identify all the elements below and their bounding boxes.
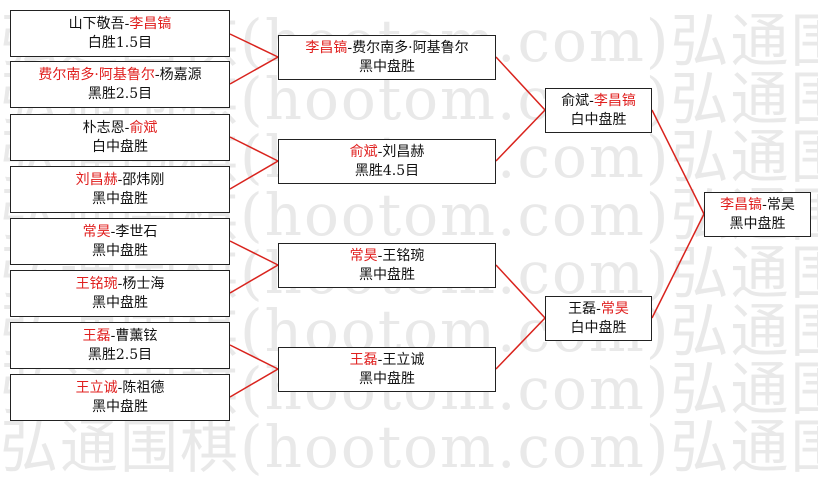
- player-name: 王磊: [349, 351, 378, 368]
- match-r2-2: 俞斌-刘昌赫 黑胜4.5目: [278, 139, 496, 184]
- match-result: 黑中盘胜: [92, 294, 148, 311]
- match-r1-4: 刘昌赫-邵炜刚 黑中盘胜: [10, 166, 230, 213]
- player-name: 李昌镐: [305, 39, 348, 56]
- player-name: 常昊: [600, 300, 629, 317]
- match-players: 刘昌赫-邵炜刚: [75, 171, 165, 188]
- match-result: 白中盘胜: [92, 138, 148, 155]
- match-players: 山下敬吾-李昌镐: [68, 15, 172, 32]
- match-result: 黑胜2.5目: [87, 85, 153, 102]
- match-r1-6: 王铭琬-杨士海 黑中盘胜: [10, 270, 230, 317]
- match-players: 王磊-常昊: [568, 300, 629, 317]
- match-players: 王立诚-陈祖德: [75, 379, 165, 396]
- match-players: 常昊-李世石: [82, 223, 158, 240]
- connector: [229, 33, 280, 85]
- player-name: 朴志恩: [82, 119, 125, 136]
- match-result: 白中盘胜: [570, 319, 627, 336]
- match-r2-3: 常昊-王铭琬 黑中盘胜: [278, 243, 496, 288]
- match-r1-3: 朴志恩-俞斌 白中盘胜: [10, 114, 230, 161]
- player-name: 王磊: [82, 327, 111, 344]
- player-name: 王铭琬: [75, 275, 118, 292]
- match-r1-1: 山下敬吾-李昌镐 白胜1.5目: [10, 10, 230, 57]
- match-result: 白胜1.5目: [87, 34, 153, 51]
- connector: [229, 240, 280, 294]
- player-name: 常昊: [82, 223, 111, 240]
- player-name: 山下敬吾: [68, 15, 125, 32]
- player-name: 李昌镐: [129, 15, 172, 32]
- match-semifinal-2: 王磊-常昊 白中盘胜: [545, 296, 652, 341]
- player-name: 王磊: [568, 300, 597, 317]
- match-players: 王铭琬-杨士海: [75, 275, 165, 292]
- match-result: 黑中盘胜: [729, 215, 786, 232]
- match-players: 俞斌-刘昌赫: [349, 143, 425, 160]
- match-r2-4: 王磊-王立诚 黑中盘胜: [278, 347, 496, 392]
- match-final: 李昌镐-常昊 黑中盘胜: [704, 192, 811, 237]
- player-name: 俞斌: [349, 143, 378, 160]
- player-name: 常昊: [766, 196, 795, 213]
- match-semifinal-1: 俞斌-李昌镐 白中盘胜: [545, 88, 652, 133]
- match-result: 黑中盘胜: [92, 398, 148, 415]
- player-name: 杨士海: [122, 275, 165, 292]
- connector: [495, 264, 547, 370]
- player-name: 李昌镐: [593, 92, 636, 109]
- player-name: 杨嘉源: [159, 66, 202, 83]
- match-players: 常昊-王铭琬: [349, 247, 425, 264]
- match-result: 黑胜2.5目: [87, 346, 153, 363]
- player-name: 李世石: [115, 223, 158, 240]
- match-players: 王磊-王立诚: [349, 351, 425, 368]
- player-name: 常昊: [349, 247, 378, 264]
- match-r1-5: 常昊-李世石 黑中盘胜: [10, 218, 230, 265]
- player-name: 王立诚: [75, 379, 118, 396]
- player-name: 俞斌: [561, 92, 590, 109]
- player-name: 李昌镐: [720, 196, 763, 213]
- match-result: 黑中盘胜: [359, 266, 415, 283]
- match-r1-8: 王立诚-陈祖德 黑中盘胜: [10, 374, 230, 421]
- match-r1-2: 费尔南多·阿基鲁尔-杨嘉源 黑胜2.5目: [10, 61, 230, 108]
- match-r2-1: 李昌镐-费尔南多·阿基鲁尔 黑中盘胜: [278, 35, 496, 80]
- player-name: 费尔南多·阿基鲁尔: [38, 66, 155, 83]
- match-players: 王磊-曹薰铉: [82, 327, 158, 344]
- match-players: 费尔南多·阿基鲁尔-杨嘉源: [38, 66, 202, 83]
- connector: [229, 344, 280, 398]
- match-result: 白中盘胜: [570, 111, 627, 128]
- match-result: 黑中盘胜: [92, 190, 148, 207]
- connector: [495, 56, 547, 162]
- player-name: 俞斌: [129, 119, 158, 136]
- match-players: 李昌镐-常昊: [720, 196, 795, 213]
- player-name: 陈祖德: [122, 379, 165, 396]
- player-name: 王立诚: [382, 351, 425, 368]
- match-result: 黑中盘胜: [359, 58, 415, 75]
- match-result: 黑胜4.5目: [354, 162, 420, 179]
- player-name: 邵炜刚: [122, 171, 165, 188]
- connector: [229, 136, 280, 190]
- player-name: 刘昌赫: [382, 143, 425, 160]
- player-name: 刘昌赫: [75, 171, 118, 188]
- match-r1-7: 王磊-曹薰铉 黑胜2.5目: [10, 322, 230, 369]
- player-name: 王铭琬: [382, 247, 425, 264]
- player-name: 曹薰铉: [115, 327, 158, 344]
- match-result: 黑中盘胜: [92, 242, 148, 259]
- match-players: 俞斌-李昌镐: [561, 92, 636, 109]
- connector: [651, 109, 705, 319]
- player-name: 费尔南多·阿基鲁尔: [352, 39, 469, 56]
- match-result: 黑中盘胜: [359, 370, 415, 387]
- match-players: 李昌镐-费尔南多·阿基鲁尔: [305, 39, 469, 56]
- match-players: 朴志恩-俞斌: [82, 119, 158, 136]
